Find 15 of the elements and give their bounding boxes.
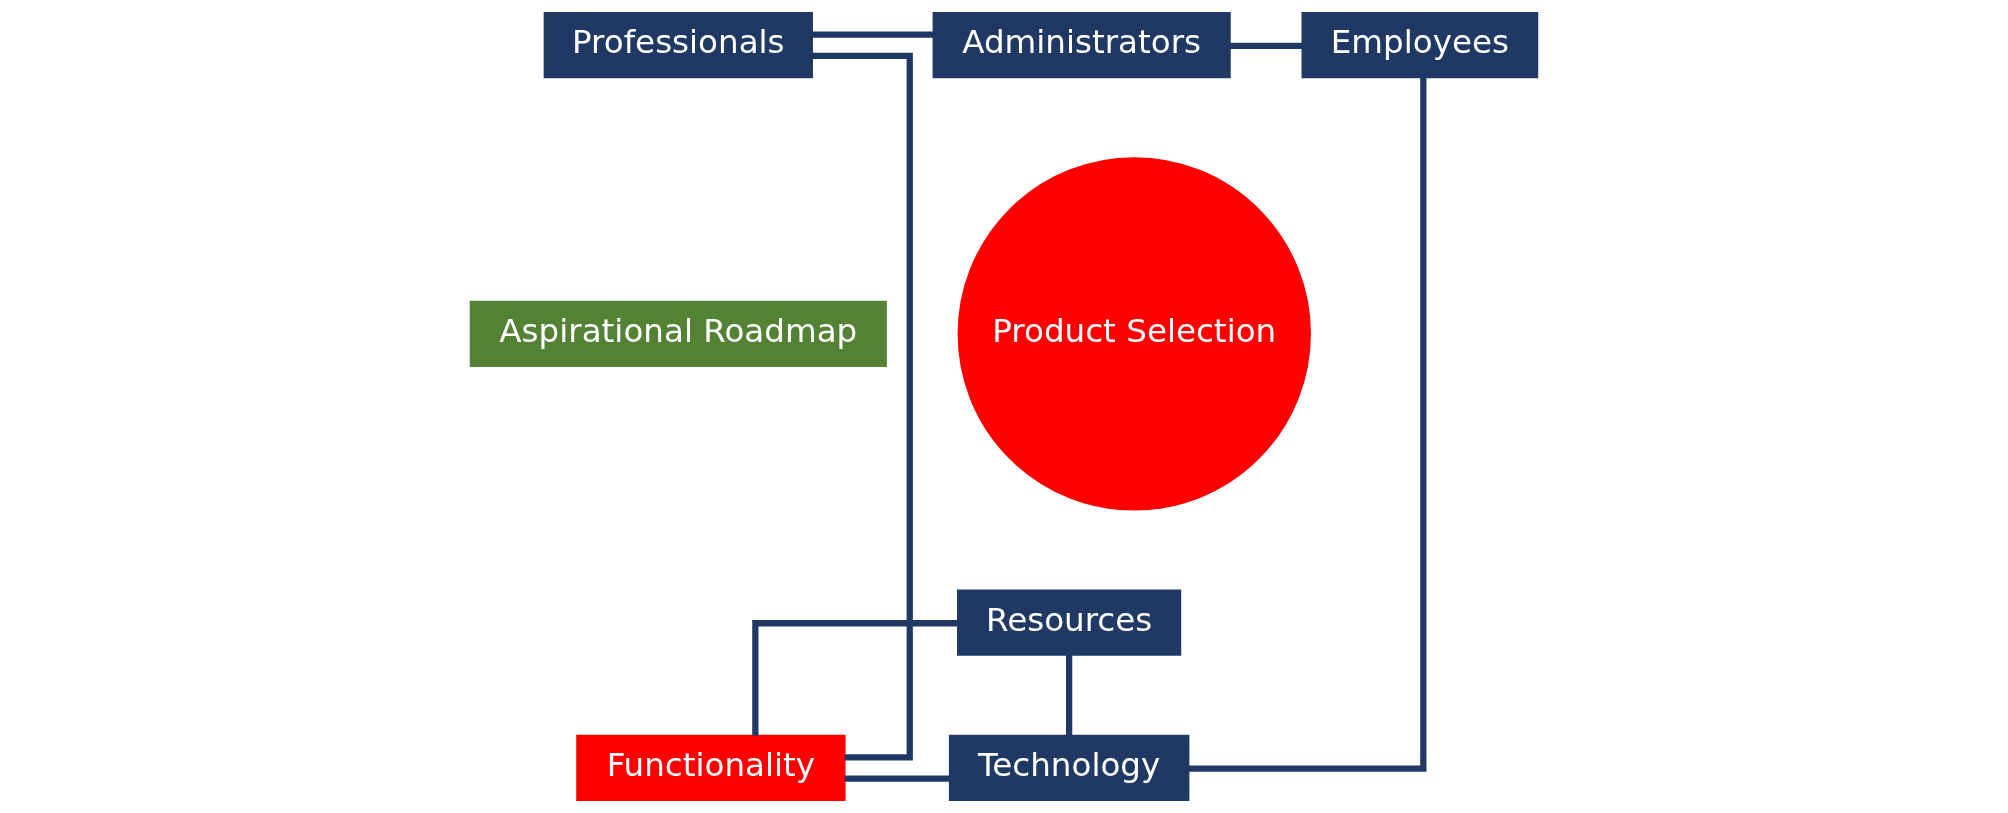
connector <box>1229 42 1303 49</box>
connector <box>844 775 951 782</box>
connector <box>811 52 913 761</box>
node-box: Employees <box>1301 11 1539 79</box>
connector <box>1066 654 1073 736</box>
node-circle: Product Selection <box>957 157 1311 511</box>
node-box: Aspirational Roadmap <box>469 300 887 368</box>
connector <box>812 31 934 38</box>
node-box: Professionals <box>543 11 813 79</box>
connector <box>752 620 959 736</box>
node-box: Resources <box>957 589 1182 656</box>
connector <box>1188 77 1427 772</box>
node-box: Administrators <box>932 11 1231 79</box>
node-box: Technology <box>948 734 1190 802</box>
node-box: Functionality <box>576 734 846 802</box>
